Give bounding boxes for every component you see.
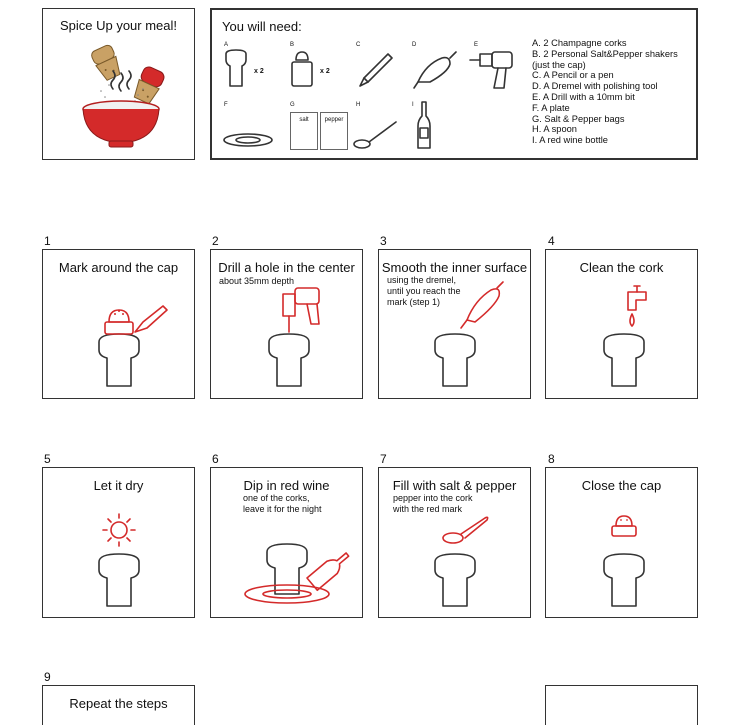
shaker-cap-icon: [291, 51, 313, 87]
step-panel-2: Drill a hole in the center about 35mm de…: [210, 249, 363, 399]
step-panel-8: Close the cap: [545, 467, 698, 618]
list-item: C. A Pencil or a pen: [532, 70, 614, 81]
intro-panel: Spice Up your meal!: [42, 8, 195, 160]
drill-icon: [469, 51, 513, 89]
step-subtext: until you reach the: [387, 286, 461, 296]
salt-bag-label: salt: [299, 117, 309, 123]
step-subtext: mark (step 1): [387, 297, 441, 307]
step-number-5: 5: [44, 452, 51, 466]
step-title: Let it dry: [93, 478, 144, 493]
step-panel-5: Let it dry: [42, 467, 195, 618]
list-item: G. Salt & Pepper bags: [532, 113, 625, 124]
final-panel: [545, 685, 698, 725]
dremel-icon: [413, 51, 457, 89]
step-title: Drill a hole in the center: [218, 260, 355, 275]
pencil-icon: [359, 53, 393, 87]
list-item: I. A red wine bottle: [532, 135, 608, 146]
list-item: H. A spoon: [532, 124, 577, 135]
intro-title: Spice Up your meal!: [59, 18, 178, 33]
step-subtext: using the dremel,: [387, 275, 457, 285]
step-title: Smooth the inner surface: [381, 260, 528, 275]
tool-letter-i: I: [412, 102, 414, 108]
step-subtext: with the red mark: [393, 504, 463, 514]
step-title: Fill with salt & pepper: [392, 478, 517, 493]
salt-bag: salt: [290, 112, 318, 150]
step-title: Repeat the steps: [69, 696, 168, 711]
list-item: F. A plate: [532, 102, 570, 113]
spoon-icon: [353, 121, 397, 149]
step-title: Mark around the cap: [58, 260, 179, 275]
step-number-6: 6: [212, 452, 219, 466]
salt-shakers-illustration: [82, 44, 165, 148]
step-panel-6: Dip in red wine one of the corks, leave …: [210, 467, 363, 618]
step-number-2: 2: [212, 234, 219, 248]
spoon-fill-illustration: [434, 516, 489, 607]
list-item: (just the cap): [532, 59, 586, 70]
step-number-1: 1: [44, 234, 51, 248]
tool-letter-a: A: [224, 42, 229, 48]
step-subtext: leave it for the night: [243, 504, 322, 514]
tool-letter-e: E: [474, 42, 479, 48]
step-subtext: one of the corks,: [243, 493, 310, 503]
shaker-quantity: x 2: [320, 68, 330, 75]
step-subtext: pepper into the cork: [393, 493, 473, 503]
wine-bottle-icon: [417, 101, 431, 149]
list-item: D. A Dremel with polishing tool: [532, 81, 658, 92]
tool-letter-c: C: [356, 42, 361, 48]
list-item: B. 2 Personal Salt&Pepper shakers: [532, 48, 678, 59]
pepper-bag: pepper: [320, 112, 348, 150]
drill-into-cork-illustration: [268, 287, 320, 387]
step-number-4: 4: [548, 234, 555, 248]
tool-letter-b: B: [290, 42, 295, 48]
cork-with-cap-illustration: [98, 305, 168, 387]
step-number-9: 9: [44, 670, 51, 684]
step-number-8: 8: [548, 452, 555, 466]
step-panel-1: Mark around the cap: [42, 249, 195, 399]
step-panel-9: Repeat the steps: [42, 685, 195, 725]
list-item: E. A Drill with a 10mm bit: [532, 91, 635, 102]
pepper-bag-label: pepper: [324, 117, 344, 123]
cork-quantity: x 2: [254, 68, 264, 75]
tool-letter-d: D: [412, 42, 417, 48]
step-panel-3: Smooth the inner surface using the dreme…: [378, 249, 531, 399]
tool-letter-h: H: [356, 102, 361, 108]
step-title: Dip in red wine: [243, 478, 330, 493]
dremel-cork-illustration: [434, 281, 504, 387]
materials-list: A. 2 Champagne corks B. 2 Personal Salt&…: [532, 38, 678, 146]
step-number-7: 7: [380, 452, 387, 466]
materials-panel: You will need: A B C D E F G H I x 2 x 2: [210, 8, 698, 160]
list-item: A. 2 Champagne corks: [532, 38, 627, 48]
step-title: Close the cap: [581, 478, 662, 493]
step-panel-4: Clean the cork: [545, 249, 698, 399]
step-subtext: about 35mm depth: [219, 276, 295, 286]
wine-dip-illustration: [244, 543, 350, 604]
tool-letter-g: G: [290, 102, 295, 108]
faucet-cork-illustration: [603, 285, 647, 387]
step-number-3: 3: [380, 234, 387, 248]
sun-cork-illustration: [98, 513, 140, 607]
plate-icon: [223, 133, 273, 147]
step-panel-7: Fill with salt & pepper pepper into the …: [378, 467, 531, 618]
close-cap-illustration: [603, 515, 645, 607]
materials-title: You will need:: [222, 19, 302, 34]
tool-letter-f: F: [224, 102, 228, 108]
step-title: Clean the cork: [579, 260, 664, 275]
cork-icon: [225, 49, 247, 87]
